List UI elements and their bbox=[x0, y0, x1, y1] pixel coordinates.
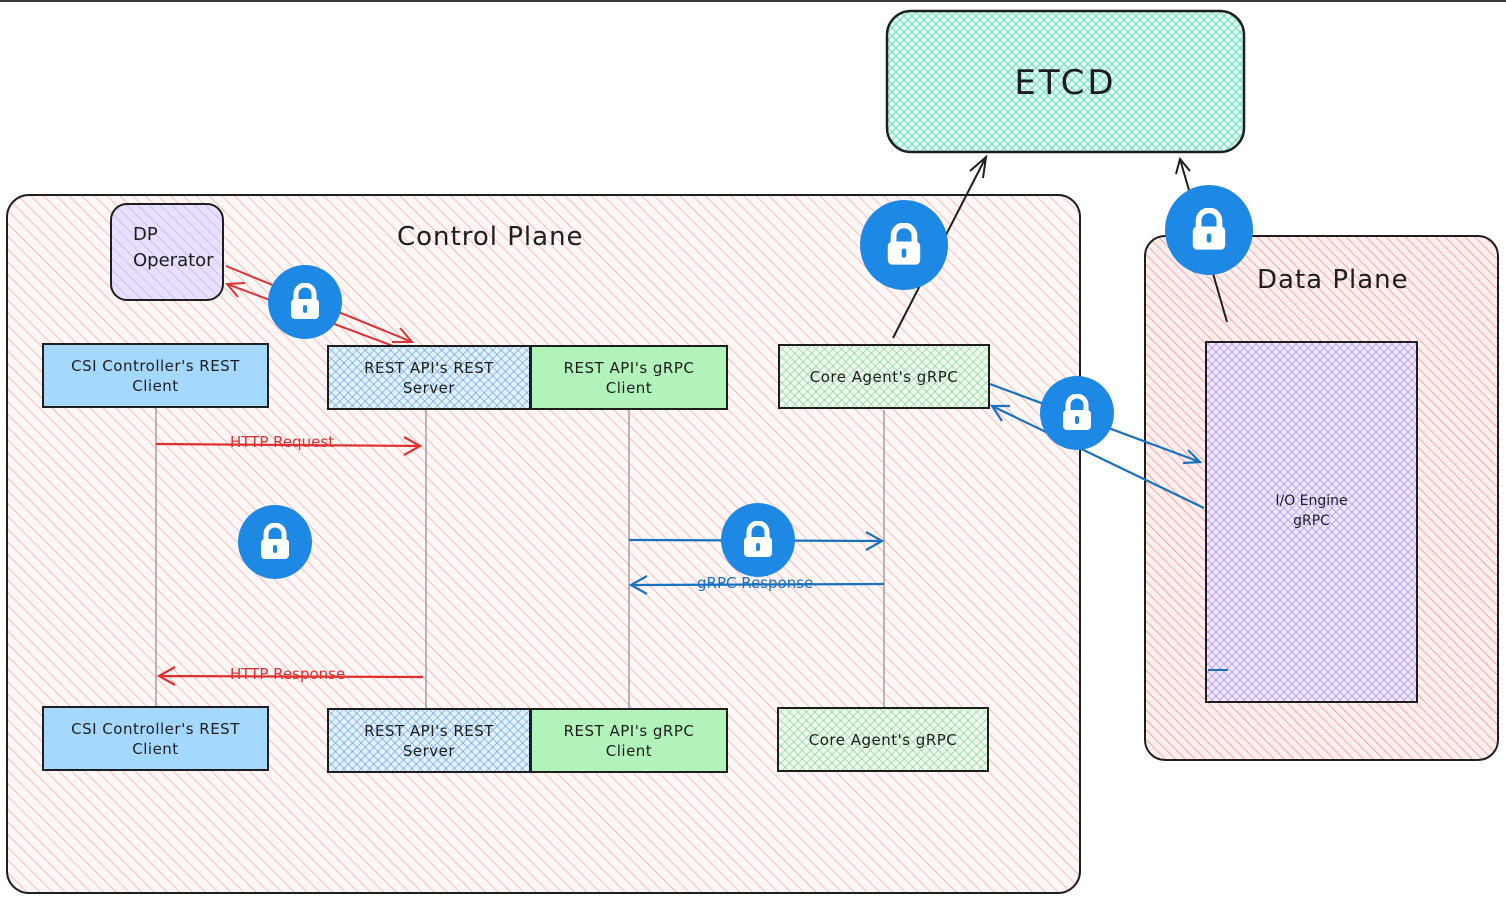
io-engine-box bbox=[1205, 341, 1418, 703]
csi-client-box-top: CSI Controller's REST Client bbox=[42, 343, 269, 408]
rest-server-box-bottom: REST API's REST Server bbox=[327, 708, 531, 773]
lock-icon bbox=[268, 265, 342, 339]
top-border-line bbox=[0, 0, 1506, 2]
dp-operator-label: DP Operator bbox=[133, 224, 214, 271]
dp-operator-box bbox=[110, 203, 224, 301]
lock-icon bbox=[1040, 376, 1114, 450]
rest-server-box-top: REST API's REST Server bbox=[327, 345, 531, 410]
grpc-client-box-top: REST API's gRPC Client bbox=[530, 345, 728, 410]
http-response-arrow bbox=[156, 666, 424, 686]
http-request-label: HTTP Request bbox=[230, 433, 335, 451]
io-engine-label: I/O Engine gRPC bbox=[1275, 493, 1348, 529]
etcd-box bbox=[885, 9, 1246, 154]
lock-icon bbox=[1165, 185, 1253, 275]
etcd-label: ETCD bbox=[1014, 63, 1117, 103]
io-engine-to-core-agent-arrow bbox=[989, 404, 1205, 509]
lock-icon bbox=[721, 503, 795, 577]
csi-client-box-bottom: CSI Controller's REST Client bbox=[42, 706, 269, 771]
core-agent-box-bottom: Core Agent's gRPC bbox=[777, 707, 989, 772]
lock-icon bbox=[860, 200, 948, 290]
core-agent-box-top: Core Agent's gRPC bbox=[778, 344, 990, 409]
control-plane-title: Control Plane bbox=[397, 222, 584, 252]
data-plane-title: Data Plane bbox=[1257, 265, 1409, 295]
http-response-label: HTTP Response bbox=[230, 665, 346, 683]
grpc-client-box-bottom: REST API's gRPC Client bbox=[530, 708, 728, 773]
lock-icon bbox=[238, 505, 312, 579]
grpc-response-arrow bbox=[628, 575, 885, 595]
http-request-arrow bbox=[155, 436, 423, 456]
grpc-response-label: gRPC Response bbox=[697, 574, 814, 592]
